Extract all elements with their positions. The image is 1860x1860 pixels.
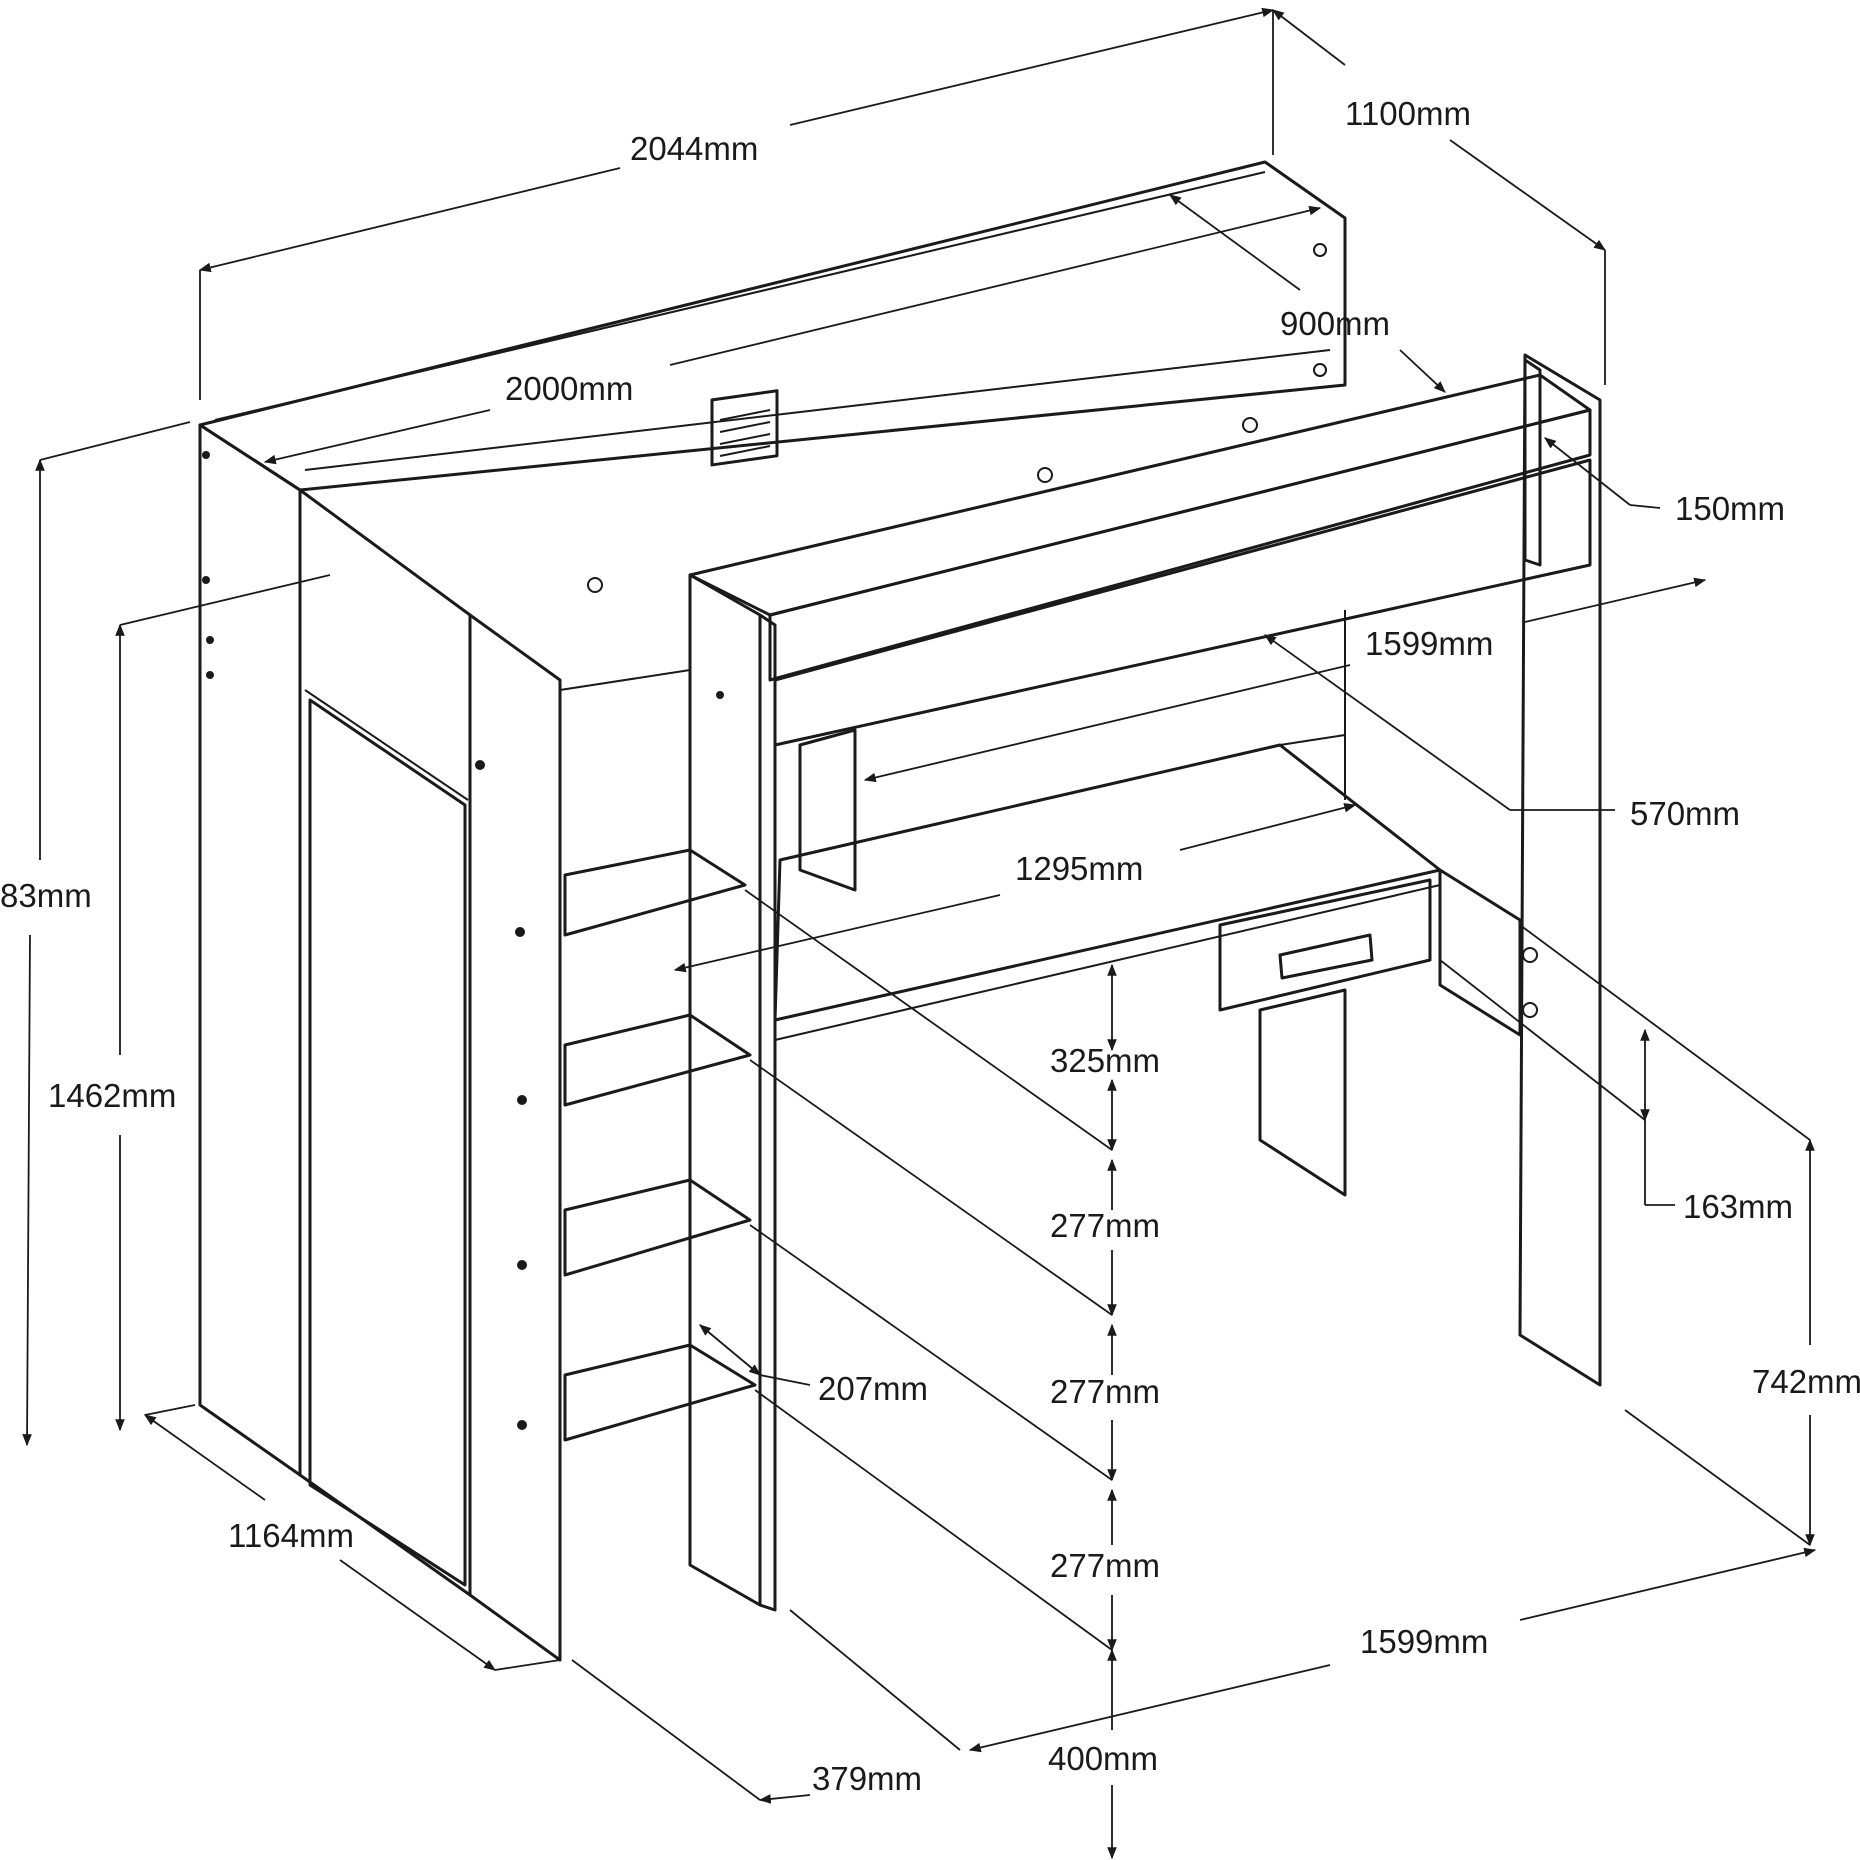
- label-frame-length: 1599mm: [1360, 1623, 1488, 1660]
- right-end-post: [1518, 353, 1602, 1387]
- shelf-2: [563, 1013, 752, 1107]
- guard-rail-end-panel: [1523, 358, 1542, 567]
- label-shelf-1: 325mm: [1050, 1042, 1160, 1079]
- dim-207-line: [699, 1324, 761, 1376]
- vent-panel-icon: [710, 389, 779, 467]
- bed-structure: [198, 160, 1602, 1662]
- dim-2044-right: [789, 7, 1275, 126]
- dim-83-bottom: [22, 934, 32, 1447]
- shelf-1: [563, 848, 747, 937]
- desk-top-edge: [774, 884, 1441, 1041]
- dim-379-line: [758, 1794, 811, 1804]
- label-drawer-height: 163mm: [1683, 1188, 1793, 1225]
- dim-1295-right: [1179, 803, 1357, 851]
- dim-1164-right: [339, 1559, 496, 1671]
- dim-1164-left: [144, 1414, 266, 1501]
- label-shelf-4: 277mm: [1050, 1547, 1160, 1584]
- dim-1599-bottom-left: [968, 1664, 1331, 1753]
- label-desk-width: 1295mm: [1015, 850, 1143, 887]
- label-shelf-3: 277mm: [1050, 1373, 1160, 1410]
- dim-2044-left: [198, 167, 621, 273]
- dim-83-top-ext: [39, 421, 191, 461]
- dim-150-leader: [1629, 504, 1661, 509]
- mattress-base-line: [304, 349, 1331, 471]
- label-desk-top-length: 1599mm: [1365, 625, 1493, 662]
- shelf-3: [563, 1178, 752, 1277]
- label-desk-height: 742mm: [1752, 1363, 1860, 1400]
- dim-1100-right: [1449, 139, 1606, 251]
- dimension-labels: 2044mm 1100mm 2000mm 900mm 150mm 1599mm …: [0, 95, 1860, 1797]
- dim-1100-left: [1272, 9, 1346, 66]
- dim-2000-right: [669, 205, 1322, 366]
- assembly-holes: [202, 243, 1538, 1430]
- shelf-unit-back: [559, 669, 691, 691]
- dim-150-arrow: [1544, 437, 1631, 506]
- dim-1599-top-left: [863, 664, 1351, 783]
- wardrobe-front-frame: [298, 488, 472, 1597]
- dim-1295-left: [673, 894, 1001, 973]
- label-mattress-length: 2000mm: [505, 370, 633, 407]
- label-shelf-2: 277mm: [1050, 1207, 1160, 1244]
- dim-1462-top-ext: [119, 574, 331, 626]
- label-total-depth: 1100mm: [1345, 95, 1471, 132]
- dim-1599-bottom-right: [1519, 1547, 1817, 1621]
- wardrobe-side-panel: [198, 423, 302, 1477]
- dim-900-bottom: [1399, 349, 1446, 393]
- top-frame-inner-edge: [214, 171, 1266, 421]
- desk-leg: [1258, 988, 1347, 1197]
- dim-570-arrow: [1264, 634, 1511, 811]
- wardrobe-end-post: [468, 613, 562, 1662]
- wardrobe-door: [308, 698, 467, 1587]
- desk-drawer: [1218, 878, 1432, 1012]
- vent-slats-icon: [719, 409, 771, 457]
- dimension-lines: [22, 7, 1817, 1860]
- desk-divider: [798, 728, 857, 892]
- dim-900-top: [1169, 194, 1301, 291]
- desk-upper-shelf: [773, 458, 1592, 747]
- label-shelf-unit-depth: 379mm: [812, 1760, 922, 1797]
- label-bottom-height: 400mm: [1048, 1740, 1158, 1777]
- dim-2000-left: [263, 409, 491, 465]
- desk-back-line: [1279, 734, 1346, 746]
- label-mattress-width: 900mm: [1280, 305, 1390, 342]
- label-total-length: 2044mm: [630, 130, 758, 167]
- shelf-unit-post-right: [758, 613, 777, 1612]
- label-wardrobe-height: 1462mm: [48, 1077, 176, 1114]
- dim-1599-top-right: [1524, 577, 1707, 623]
- desk-rear-upright: [1438, 868, 1522, 1037]
- shelf-unit-post-left: [688, 573, 762, 1607]
- label-total-height: 83mm: [0, 877, 92, 914]
- label-shelf-depth: 207mm: [818, 1370, 928, 1407]
- drawer-handle-icon: [1278, 933, 1374, 980]
- top-frame-back-rail: [198, 160, 1347, 492]
- guard-rail-panel: [768, 408, 1592, 682]
- wardrobe-upper-panel: [304, 689, 469, 801]
- label-desk-depth: 570mm: [1630, 795, 1740, 832]
- label-guard-height: 150mm: [1675, 490, 1785, 527]
- shelf-4: [563, 1343, 757, 1442]
- dim-742-top-ext: [1519, 924, 1811, 1141]
- label-wardrobe-width: 1164mm: [228, 1517, 354, 1554]
